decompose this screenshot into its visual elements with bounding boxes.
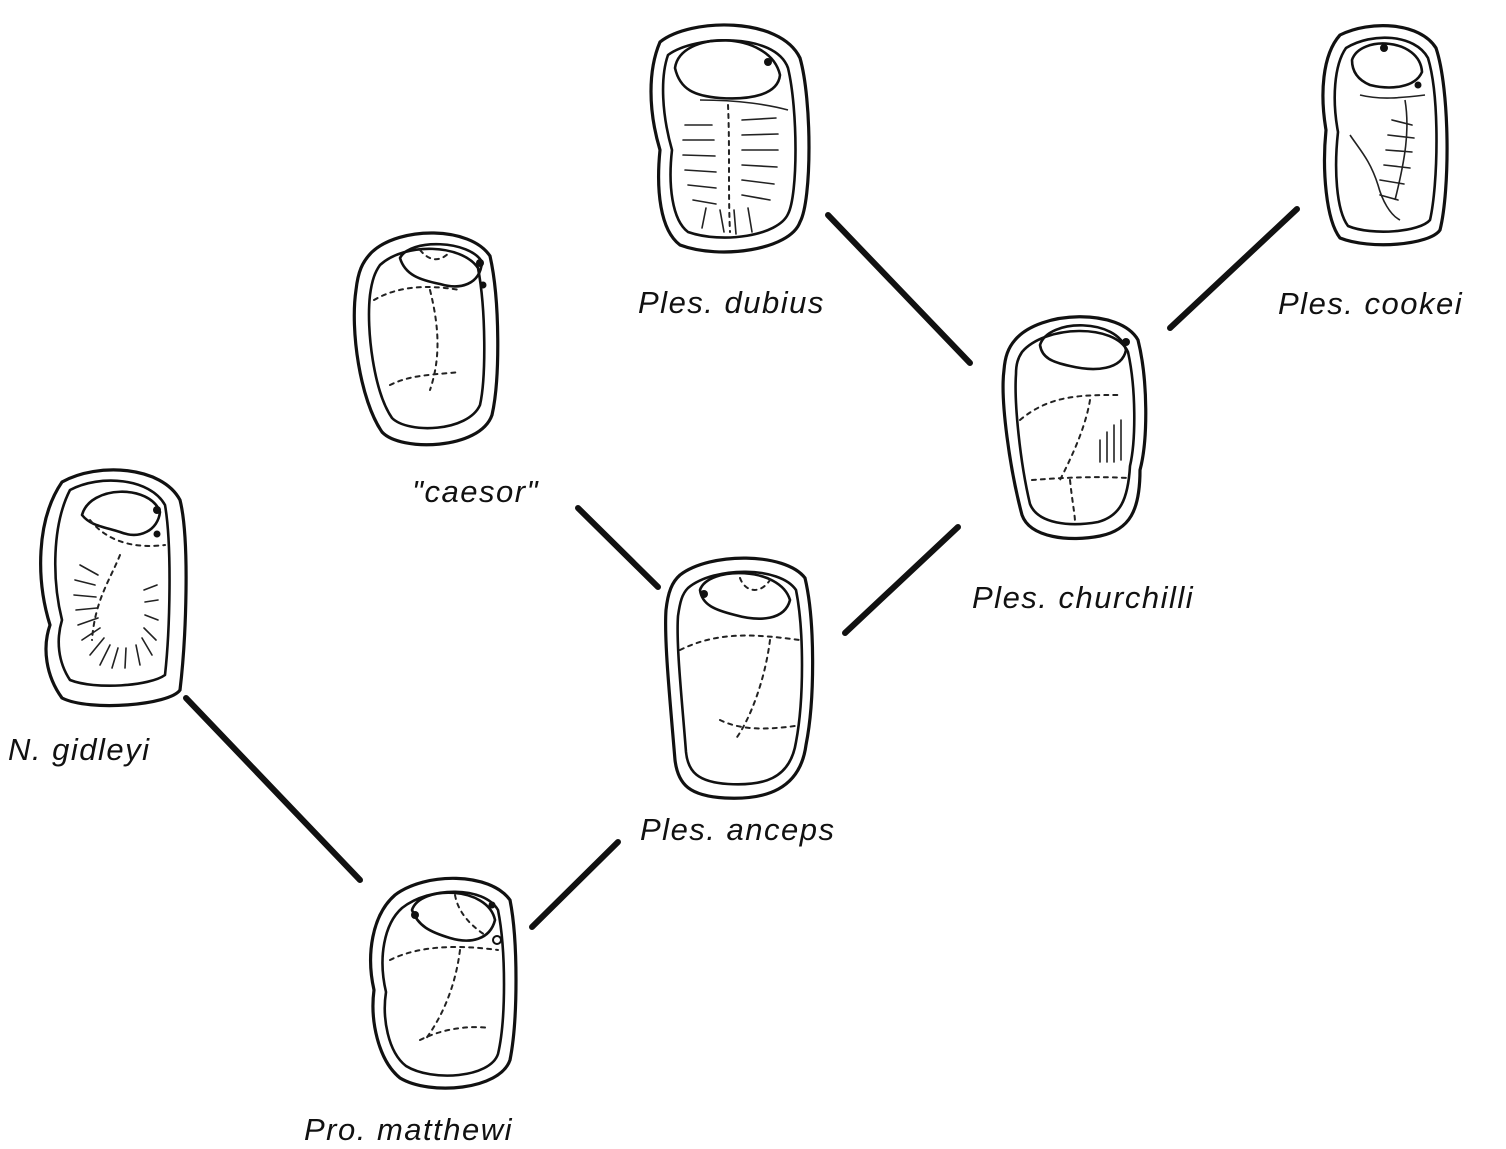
label-cookei: Ples. cookei <box>1278 286 1463 321</box>
link-caesor-anceps <box>578 508 658 587</box>
tooth-churchilli <box>1003 317 1146 539</box>
label-matthewi: Pro. matthewi <box>304 1112 513 1147</box>
link-gidleyi-matthewi <box>186 698 360 880</box>
tooth-caesor <box>354 233 497 445</box>
label-gidleyi: N. gidleyi <box>8 732 151 767</box>
label-churchilli: Ples. churchilli <box>972 580 1194 615</box>
link-dubius-churchilli <box>828 215 970 363</box>
link-matthewi-anceps <box>532 842 618 927</box>
tooth-matthewi <box>371 878 516 1088</box>
label-dubius: Ples. dubius <box>638 285 825 320</box>
tooth-cookei <box>1323 26 1447 245</box>
label-caesor: "caesor" <box>412 474 540 509</box>
tooth-gidleyi <box>41 470 186 706</box>
link-anceps-churchilli <box>845 527 958 633</box>
tooth-dubius <box>651 25 809 252</box>
tooth-anceps <box>666 558 813 798</box>
label-anceps: Ples. anceps <box>640 812 836 847</box>
